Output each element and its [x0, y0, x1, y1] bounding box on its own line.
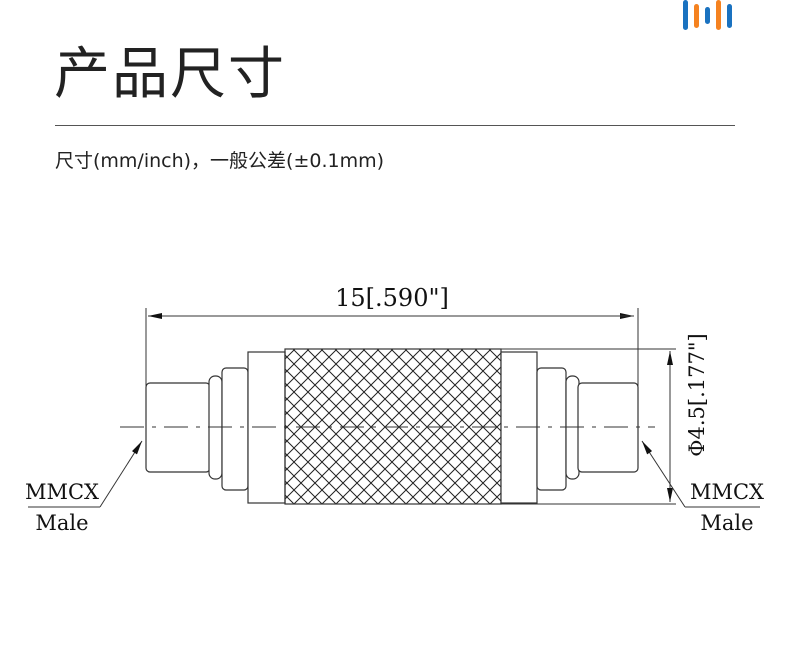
divider [55, 125, 735, 126]
diameter-dimension: Φ4.5[.177"] [685, 333, 709, 456]
left-label-type: MMCX [25, 480, 99, 504]
right-label-gender: Male [700, 511, 753, 535]
page-title: 产品尺寸 [54, 42, 286, 107]
left-label-gender: Male [35, 511, 88, 535]
length-dimension: 15[.590"] [335, 284, 449, 312]
tolerance-note: 尺寸(mm/inch)，一般公差(±0.1mm) [55, 150, 385, 172]
brand-logo-icon [683, 0, 732, 30]
right-label-type: MMCX [690, 480, 764, 504]
